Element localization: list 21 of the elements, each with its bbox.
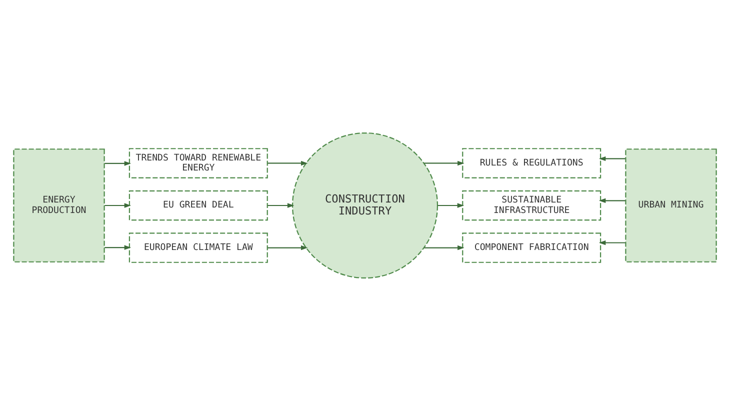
arrow <box>598 156 626 162</box>
node-box: EUROPEAN CLIMATE LAW <box>128 232 268 263</box>
arrow <box>598 240 626 246</box>
arrow <box>104 161 132 166</box>
arrow <box>104 245 132 250</box>
arrow <box>438 203 464 208</box>
node-box: SUSTAINABLE INFRASTRUCTURE <box>462 190 602 221</box>
arrow <box>268 245 308 250</box>
arrow <box>268 203 294 208</box>
node-box: TRENDS TOWARD RENEWABLE ENERGY <box>128 148 268 178</box>
arrow <box>424 245 464 250</box>
node-box: EU GREEN DEAL <box>128 190 268 221</box>
arrow <box>268 160 308 166</box>
node-box: COMPONENT FABRICATION <box>462 232 602 263</box>
node-circle: CONSTRUCTION INDUSTRY <box>292 132 438 279</box>
arrow <box>104 203 132 208</box>
arrow <box>598 198 626 203</box>
arrow <box>424 160 464 166</box>
node-box: RULES & REGULATIONS <box>462 148 602 178</box>
node-box: URBAN MINING <box>625 148 717 262</box>
node-box: ENERGY PRODUCTION <box>13 148 105 262</box>
